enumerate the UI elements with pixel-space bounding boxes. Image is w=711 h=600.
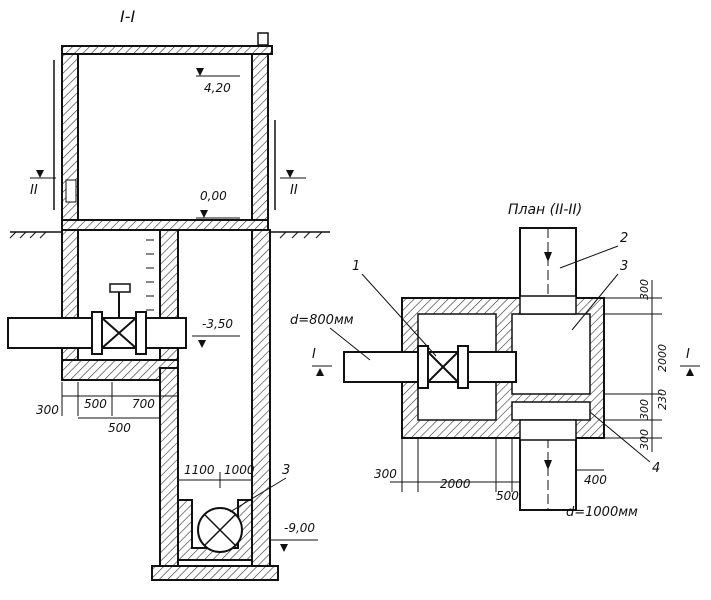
leader-2	[559, 245, 619, 269]
plan-pipe-sleeve-top	[519, 295, 577, 315]
elev-arrow-floor	[200, 210, 208, 218]
plan-dim-300-mid: 300	[638, 399, 651, 420]
dim-300: 300	[36, 403, 59, 417]
callout-3-plan: 3	[620, 259, 628, 274]
valve-body	[101, 317, 137, 349]
callout-3-section: 3	[282, 463, 290, 478]
cut-label-right: II	[290, 183, 298, 198]
inlet-pipe-diameter: d=800мм	[290, 313, 354, 328]
flange-left	[91, 311, 103, 355]
leader-4	[589, 411, 651, 463]
callout-4: 4	[652, 461, 660, 476]
shaft-bottom-slab	[151, 565, 279, 581]
section-title: I-I	[120, 7, 135, 26]
plan-slab-cut	[511, 401, 591, 421]
plan-dim-500: 500	[496, 489, 519, 503]
plan-dim-300-top: 300	[638, 279, 651, 300]
callout-2: 2	[620, 231, 628, 246]
plan-dim-400: 400	[584, 473, 607, 487]
plan-dimensions-right: 300 2000 230 300 300	[604, 279, 669, 452]
elev-arrow-pipe	[198, 340, 206, 348]
ladder	[146, 239, 154, 311]
plan-cut-arrow-left	[316, 368, 324, 376]
floor-slab	[61, 219, 269, 231]
window	[65, 179, 77, 203]
section-view: I-I	[7, 7, 330, 581]
ground-hatch	[9, 231, 323, 239]
shaft-right-wall	[251, 229, 271, 579]
dim-1000: 1000	[224, 463, 255, 477]
plan-flange-right	[457, 345, 469, 389]
elevation-bottom: -9,00	[284, 521, 315, 535]
plan-cut-arrow-right	[686, 368, 694, 376]
plan-view: План (II-II) I I d=800мм d=1000мм	[290, 202, 700, 520]
plan-shaft-room	[511, 313, 591, 395]
section-dimensions: 300 500 700 500 1100 1000	[36, 382, 255, 488]
plan-pipe-sleeve-bottom	[519, 419, 577, 441]
plan-cut-label-right: I	[686, 347, 690, 362]
dim-700: 700	[132, 397, 155, 411]
plan-flange-left	[417, 345, 429, 389]
plan-dim-2000: 2000	[656, 344, 669, 372]
valve-handwheel	[109, 283, 131, 293]
cut-arrow-right	[286, 170, 294, 178]
shaft-left-wall	[159, 367, 179, 579]
plan-dim-300: 300	[374, 467, 397, 481]
dim-1100: 1100	[184, 463, 215, 477]
leader-3-plan	[571, 273, 619, 331]
plan-dim-2000-bottom: 2000	[440, 477, 471, 491]
plan-valve	[427, 351, 459, 383]
plan-dim-230: 230	[656, 389, 669, 410]
elevation-marks: 4,20 0,00 -3,50 -9,00	[192, 68, 318, 552]
plan-title: План (II-II)	[508, 202, 582, 218]
plan-dimensions-bottom: 300 2000 500 400	[374, 438, 607, 503]
cut-marks-plan: I I	[312, 347, 700, 376]
leader-1	[361, 273, 437, 357]
flange-right	[135, 311, 147, 355]
elevation-roof: 4,20	[204, 81, 231, 95]
main-pipe-diameter: d=1000мм	[566, 505, 638, 520]
flow-arrow-top	[544, 252, 552, 262]
elevation-pipe: -3,50	[202, 317, 233, 331]
roof-slab	[61, 45, 273, 55]
cut-marks-section: II II	[30, 170, 306, 198]
main-pipe-cross	[203, 513, 237, 547]
callout-1: 1	[352, 259, 360, 274]
cut-arrow-left	[36, 170, 44, 178]
dim-500-b: 500	[108, 421, 131, 435]
leader-inlet-diameter	[329, 327, 371, 361]
flow-arrow-bottom	[544, 460, 552, 470]
cut-label-left: II	[30, 183, 38, 198]
plan-inlet-pipe	[343, 351, 517, 383]
leader-3-section	[229, 477, 287, 513]
plan-dim-300-bottom: 300	[638, 429, 651, 450]
elev-arrow-bottom	[280, 544, 288, 552]
roof-vent	[257, 32, 269, 46]
elev-arrow-roof	[196, 68, 204, 76]
plan-cut-label-left: I	[312, 347, 316, 362]
dim-500-a: 500	[84, 397, 107, 411]
right-building-wall	[251, 53, 269, 223]
elevation-floor: 0,00	[200, 189, 227, 203]
